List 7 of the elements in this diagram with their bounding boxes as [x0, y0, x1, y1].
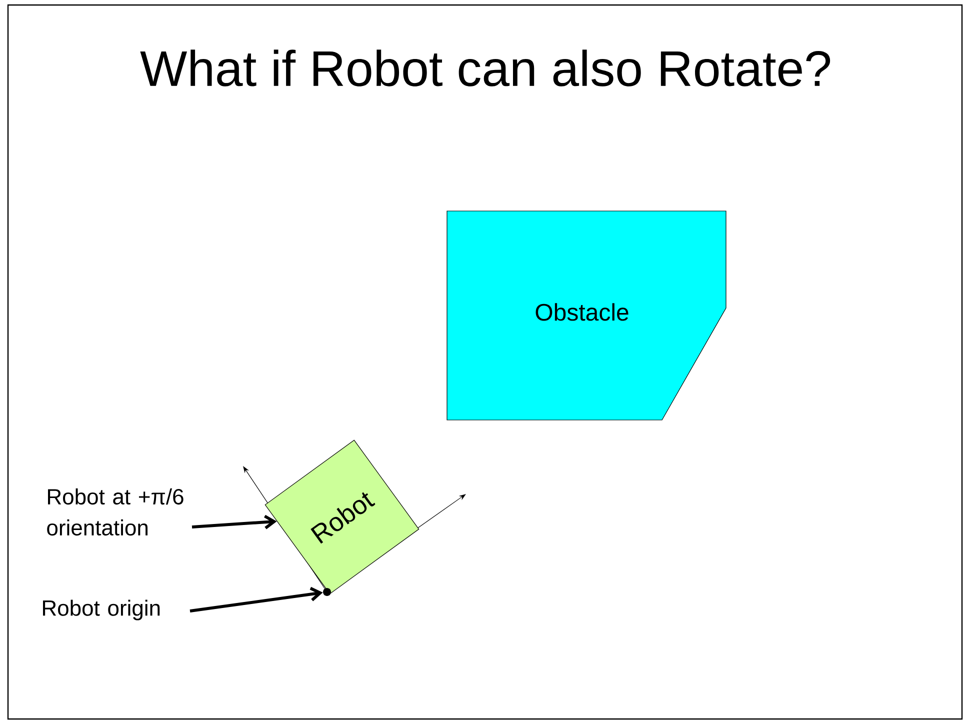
arrow	[192, 514, 277, 530]
text-label: Robot at +π/6 orientation	[47, 488, 184, 536]
title: What if Robot can also Rotate?	[140, 50, 830, 86]
obstacle-polygon: Obstacle	[446, 210, 726, 420]
arrow	[190, 586, 323, 612]
origin-dot	[323, 588, 331, 596]
text-label: Robot origin	[43, 600, 160, 620]
